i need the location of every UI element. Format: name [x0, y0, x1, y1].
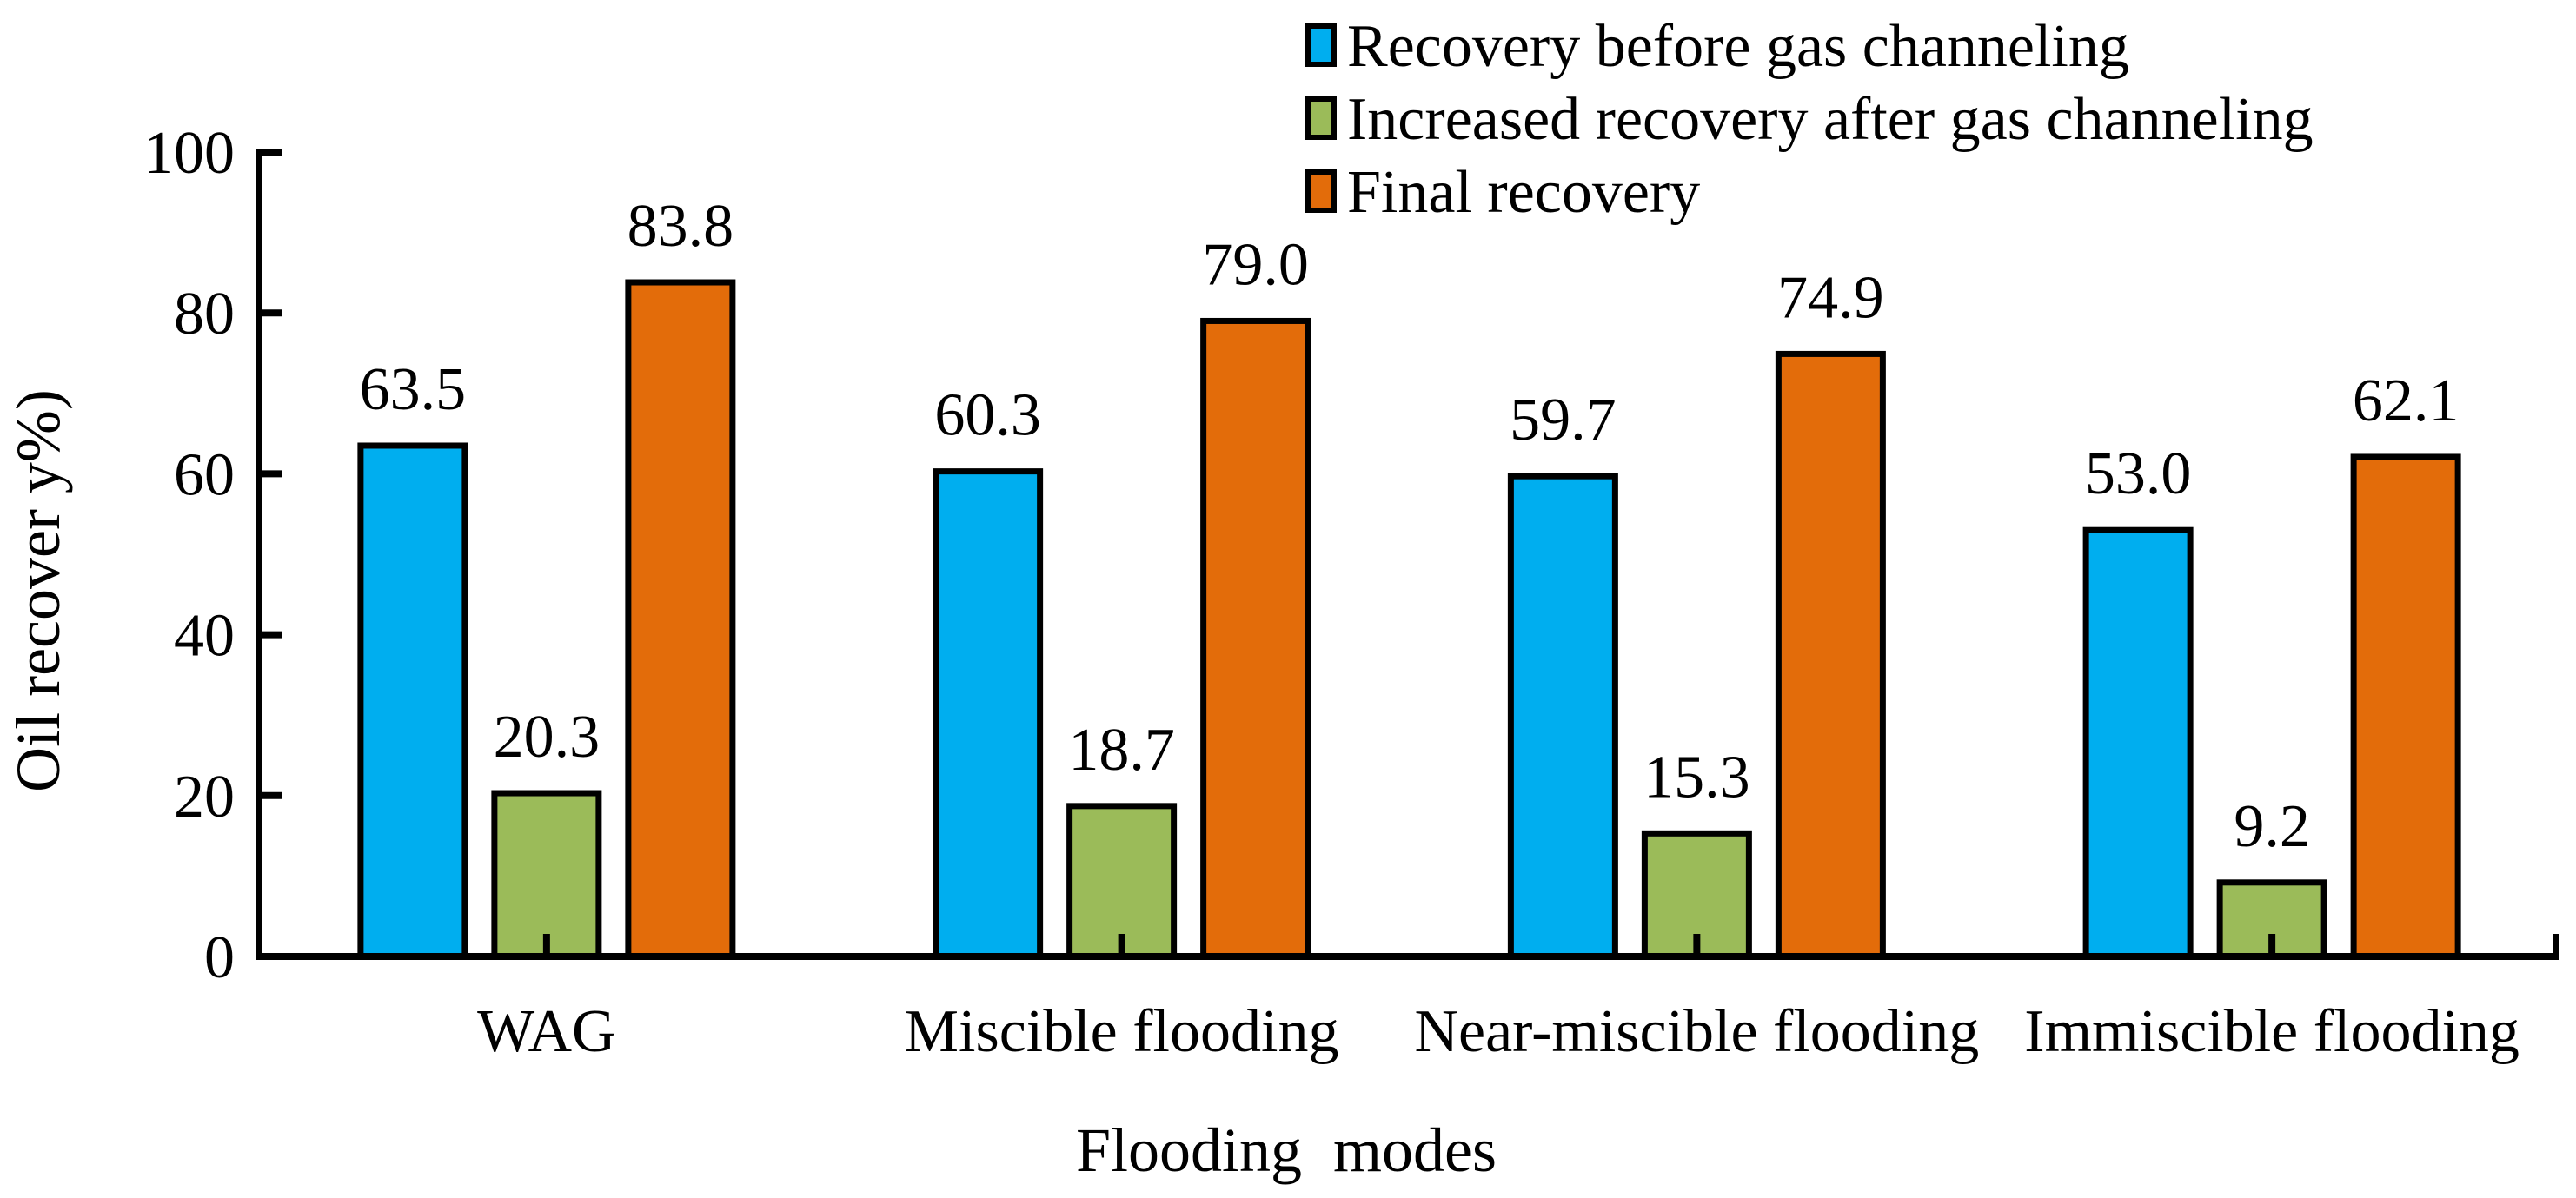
y-tick-label: 60	[174, 441, 235, 508]
y-tick-label: 0	[204, 924, 235, 991]
legend: Recovery before gas channelingIncreased …	[1305, 13, 2314, 226]
x-category-label: WAG	[477, 998, 615, 1065]
legend-label: Final recovery	[1347, 159, 1700, 226]
bar	[2350, 453, 2461, 960]
y-tick-label: 100	[143, 120, 235, 187]
x-category-label: Immiscible flooding	[2024, 998, 2520, 1065]
bar	[625, 279, 736, 960]
y-tick-label: 20	[174, 764, 235, 831]
bar	[933, 468, 1044, 960]
legend-label: Recovery before gas channeling	[1347, 13, 2129, 80]
bar-value-label: 79.0	[1202, 231, 1309, 298]
legend-swatch	[1305, 169, 1337, 213]
x-category-label: Miscible flooding	[905, 998, 1339, 1065]
bar	[491, 790, 602, 960]
bar-value-label: 9.2	[2234, 793, 2310, 860]
bar-value-label: 74.9	[1777, 264, 1884, 331]
bar-value-label: 83.8	[627, 193, 734, 260]
bar	[357, 442, 468, 960]
bar	[1775, 350, 1886, 960]
bar-value-label: 63.5	[360, 356, 467, 423]
legend-label: Increased recovery after gas channeling	[1347, 86, 2314, 153]
y-tick-label: 40	[174, 603, 235, 670]
bar-value-label: 59.7	[1510, 387, 1617, 453]
x-category-label: Near-miscible flooding	[1414, 998, 1979, 1065]
bar-value-label: 62.1	[2353, 367, 2460, 434]
bar	[1200, 317, 1311, 960]
ticks-group	[259, 149, 2559, 960]
legend-swatch	[1305, 96, 1337, 140]
labels-group: 63.5 60.3 59.7 53.0 20.3 18.7 15.3 9.2 83.8 79.0 7…	[143, 120, 2520, 1065]
bar	[2082, 526, 2194, 960]
bar-value-label: 20.3	[494, 704, 601, 771]
bar-value-label: 18.7	[1068, 717, 1175, 784]
bar-value-label: 53.0	[2085, 440, 2192, 507]
bar-value-label: 15.3	[1643, 744, 1750, 811]
y-tick-label: 80	[174, 281, 235, 347]
bar-value-label: 60.3	[934, 382, 1041, 449]
y-axis-title: Oil recover y%)	[3, 389, 73, 792]
legend-swatch	[1305, 23, 1337, 67]
axis-group	[256, 149, 2559, 960]
bars-group	[357, 279, 2461, 960]
bar	[1507, 473, 1618, 960]
x-axis-title: Flooding modes	[1076, 1115, 1497, 1185]
